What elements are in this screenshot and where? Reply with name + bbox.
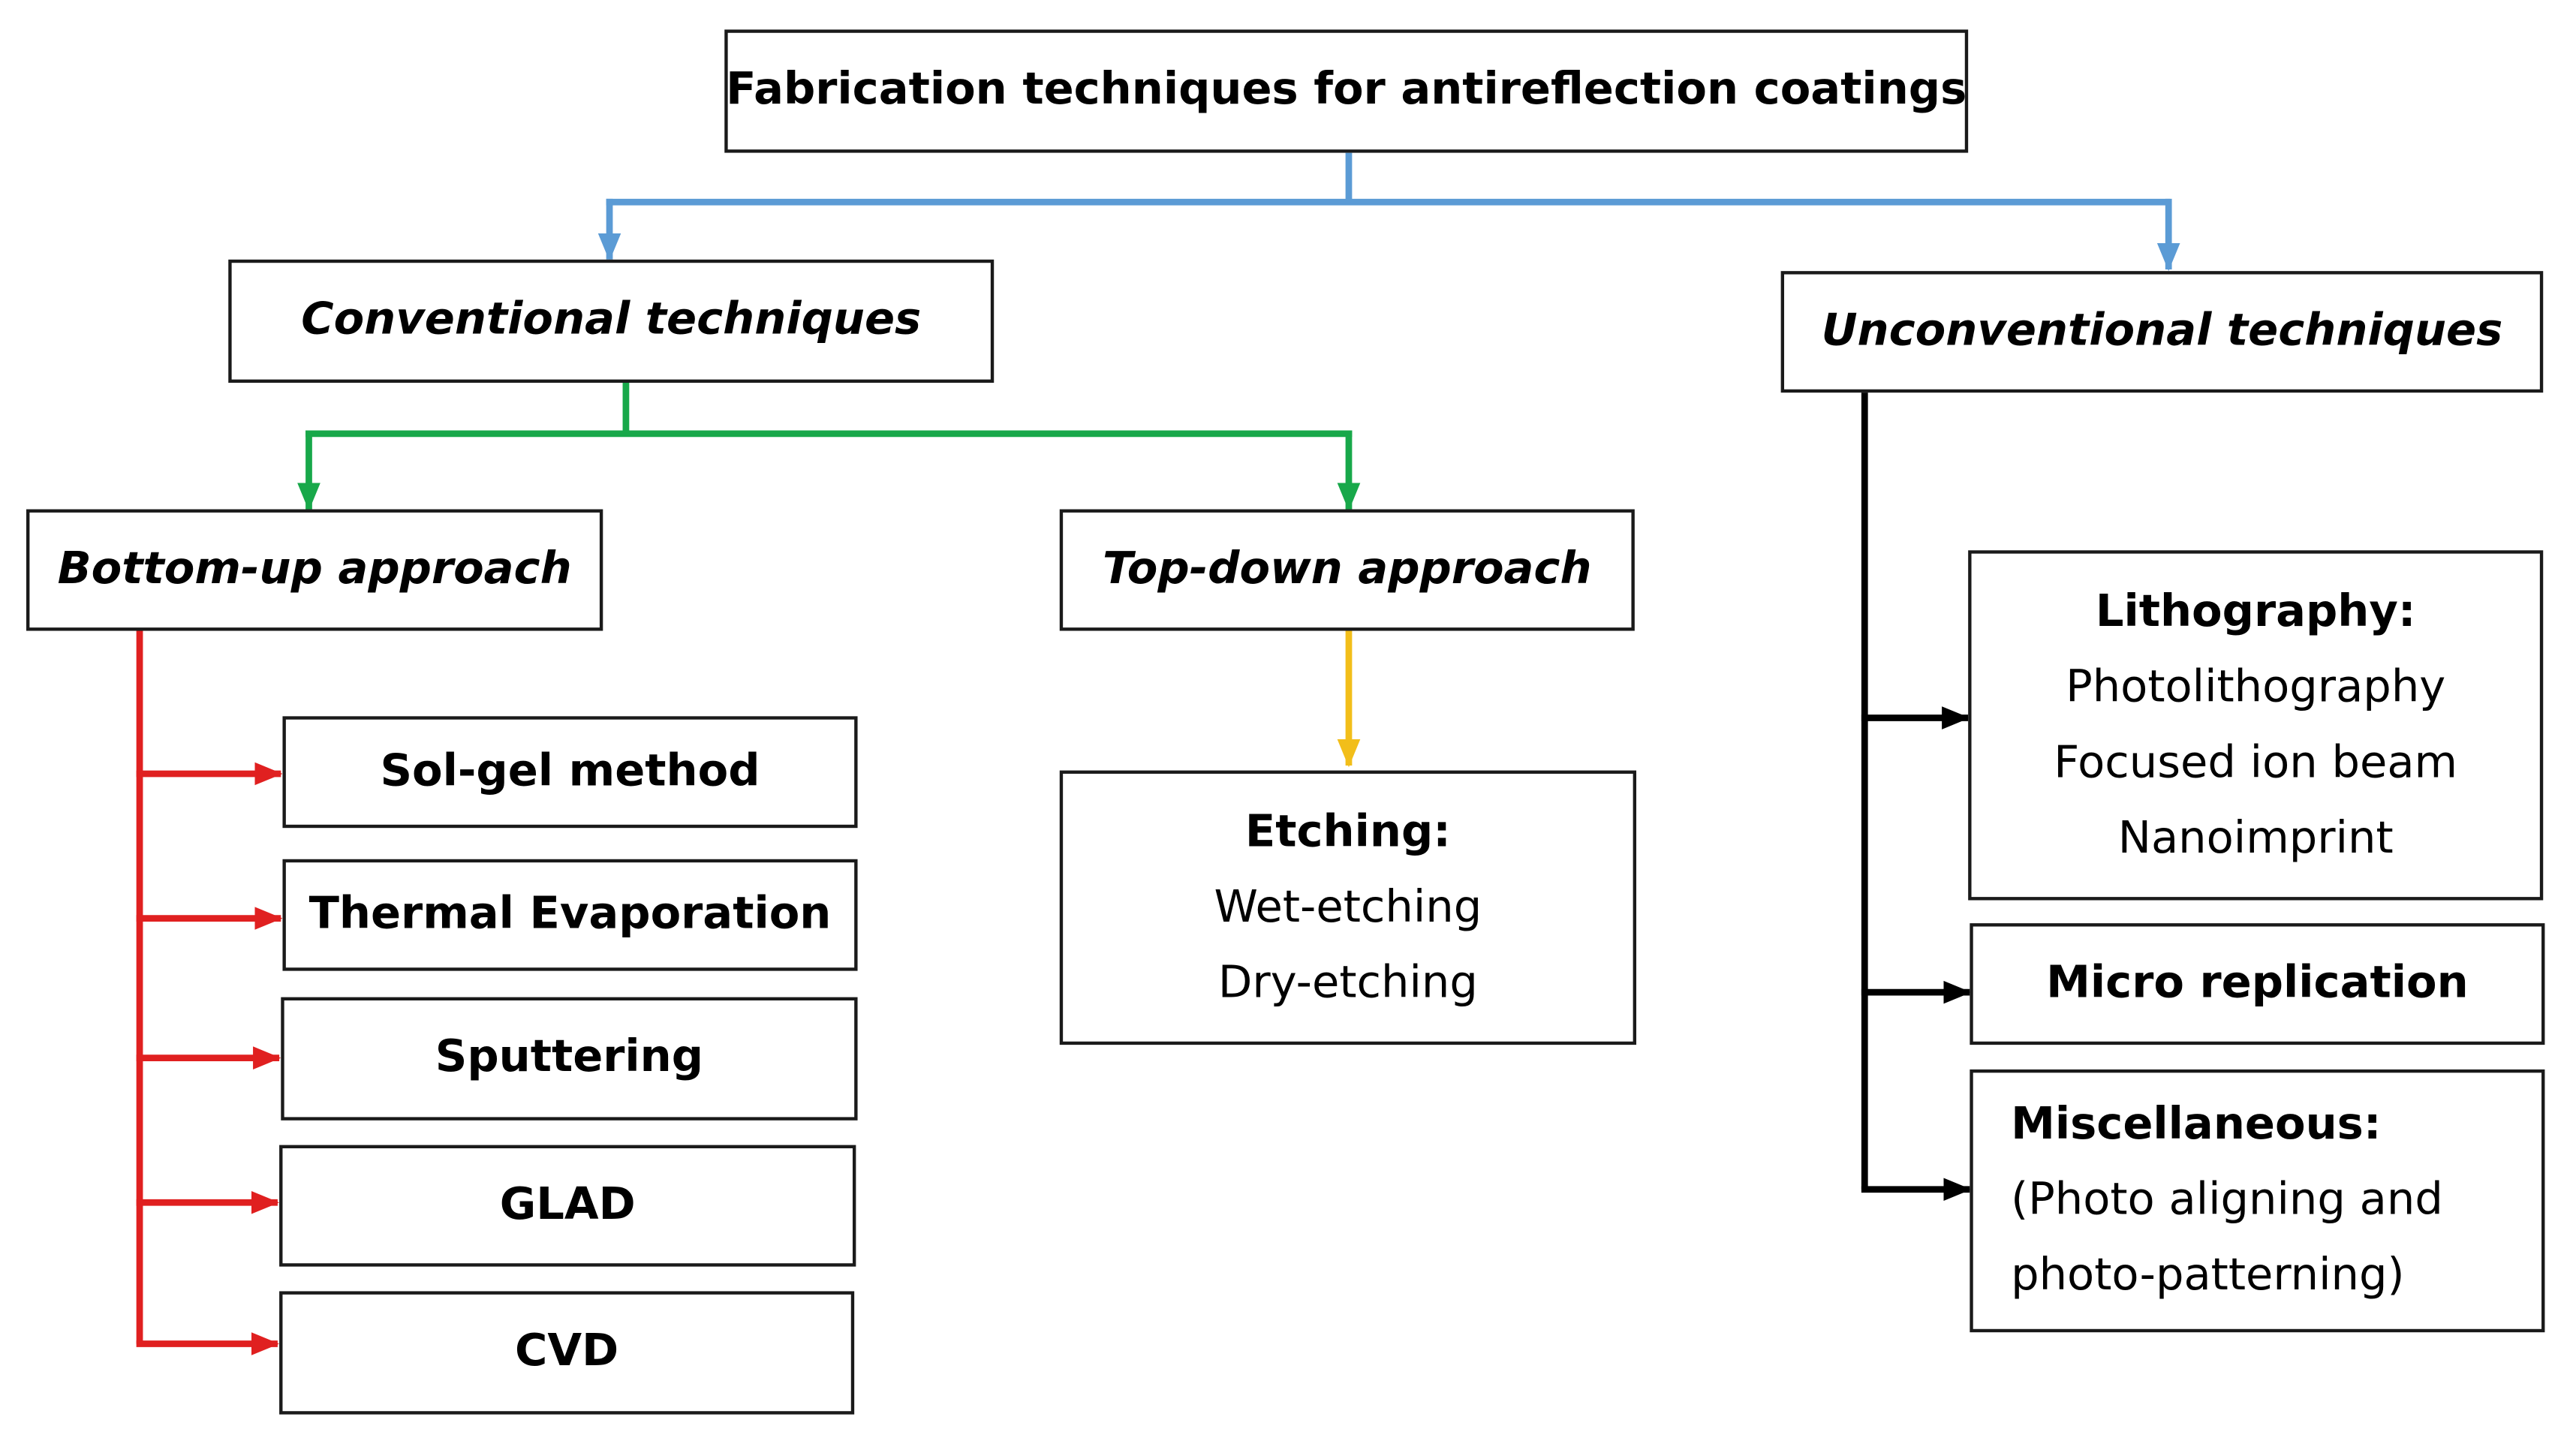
unconventional-title: Unconventional techniques	[1821, 305, 2503, 356]
method-thermal-evaporation: Thermal Evaporation	[282, 859, 858, 971]
miscellaneous-heading: Miscellaneous:	[2011, 1099, 2382, 1151]
conventional-title: Conventional techniques	[301, 294, 922, 346]
method-label: Sol-gel method	[380, 745, 760, 797]
unconventional-node: Unconventional techniques	[1780, 271, 2544, 393]
root-title: Fabrication techniques for antireflectio…	[726, 65, 1967, 116]
bottom-up-connector	[136, 630, 283, 1355]
etching-item: Wet-etching	[1214, 881, 1482, 933]
etching-item: Dry-etching	[1217, 957, 1478, 1008]
top-down-node: Top-down approach	[1059, 509, 1635, 631]
method-sol-gel: Sol-gel method	[282, 716, 858, 829]
method-cvd: CVD	[279, 1291, 855, 1415]
method-glad: GLAD	[279, 1145, 856, 1267]
method-label: CVD	[515, 1326, 619, 1377]
micro-replication-title: Micro replication	[2046, 957, 2469, 1009]
top-down-title: Top-down approach	[1103, 543, 1592, 594]
miscellaneous-line: (Photo aligning and	[2011, 1175, 2443, 1226]
lithography-heading: Lithography:	[2095, 585, 2416, 637]
lithography-node: Lithography: Photolithography Focused io…	[1968, 550, 2544, 901]
bottom-up-node: Bottom-up approach	[26, 509, 603, 631]
method-sputtering: Sputtering	[281, 997, 858, 1121]
method-label: Thermal Evaporation	[308, 888, 832, 940]
conventional-node: Conventional techniques	[228, 259, 995, 384]
unconventional-connector	[1861, 390, 1972, 1202]
bottom-up-title: Bottom-up approach	[57, 543, 572, 594]
method-label: GLAD	[499, 1179, 636, 1231]
conventional-connector	[297, 383, 1361, 511]
root-node: Fabrication techniques for antireflectio…	[724, 29, 1969, 153]
etching-node: Etching: Wet-etching Dry-etching	[1059, 770, 1637, 1045]
method-label: Sputtering	[435, 1032, 704, 1084]
lithography-item: Nanoimprint	[2117, 812, 2394, 864]
root-connector	[597, 152, 2180, 272]
miscellaneous-node: Miscellaneous: (Photo aligning and photo…	[1970, 1069, 2545, 1333]
etching-heading: Etching:	[1244, 805, 1451, 857]
micro-replication-node: Micro replication	[1970, 923, 2545, 1045]
lithography-item: Focused ion beam	[2054, 736, 2458, 788]
lithography-item: Photolithography	[2066, 661, 2446, 712]
miscellaneous-line: photo-patterning)	[2011, 1250, 2405, 1301]
